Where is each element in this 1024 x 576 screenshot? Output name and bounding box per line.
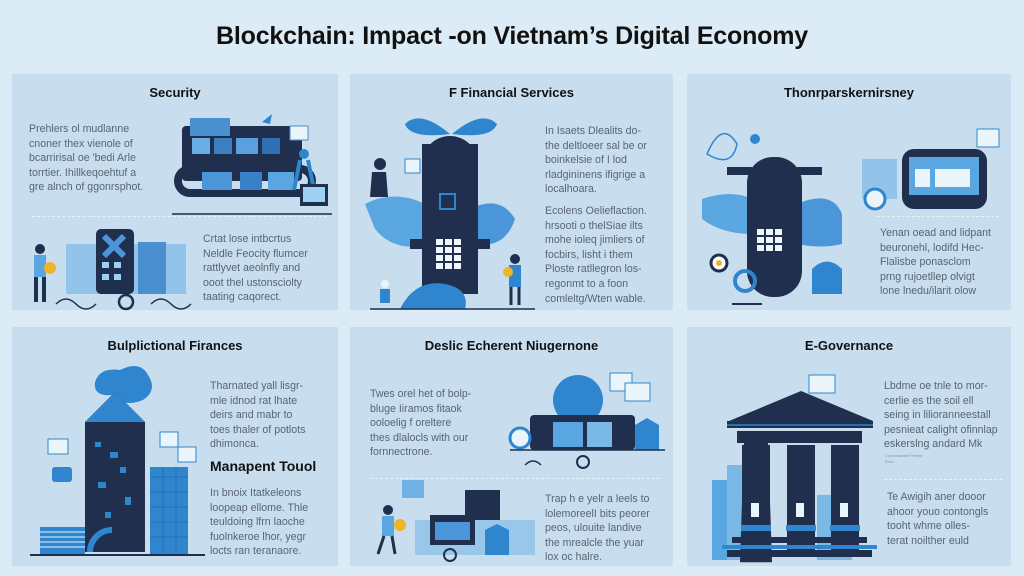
panel-public-management: Deslic Echerent Niugernone Twes orel het…: [350, 327, 673, 566]
panel-title: Deslic Echerent Niugernone: [424, 338, 599, 353]
panel-text: Lbdme oe tnle to mor- cerlie es the soil…: [884, 380, 998, 451]
fine-print: Cbonrdsartee Pesnle Droe: [885, 453, 923, 464]
public-management-building-illustration: [508, 372, 665, 469]
panel-title: E-Governance: [804, 338, 894, 353]
public-management-people-illustration: [376, 480, 535, 562]
divider: [370, 478, 660, 479]
panel-title: Bulplictional Firances: [107, 338, 243, 353]
financial-robot-illustration: [365, 118, 535, 310]
transparency-robot-illustration: [702, 132, 842, 305]
panel-financial-services: F Financial Services In Isaets Dlealits …: [350, 74, 673, 310]
panel-text: Crtat lose intbcrtus Neldle Feocity flum…: [203, 233, 308, 304]
panel-institutional-finances: Bulplictional Firances Tharnated yall li…: [12, 327, 338, 566]
panel-text: Yenan oead and lidpant beuronehl, lodifd…: [880, 227, 991, 298]
page-title: Blockchain: Impact -on Vietnam’s Digital…: [216, 22, 808, 50]
panel-text: Tharnated yall lisgr- mle idnod rat lhat…: [210, 380, 306, 451]
divider: [884, 479, 1002, 480]
panel-title: Security: [149, 85, 201, 100]
divider: [32, 216, 327, 217]
panel-text: In bnoix Itatkeleons loopeap ellome. Thl…: [210, 487, 309, 558]
panel-subheading: Manapent Touol: [210, 458, 317, 474]
panel-title: F Financial Services: [448, 85, 574, 100]
panel-transparency: Thonrparskernirsney Yenan oead and lidpa…: [687, 74, 1011, 310]
panel-text: Trap h e yelr a leels to lolemoreelI bit…: [545, 493, 650, 564]
panel-text: Te Awigih aner dooor ahoor youo contongl…: [887, 491, 989, 547]
finance-tower-illustration: [30, 366, 205, 556]
transparency-monitor-illustration: [862, 128, 1000, 211]
panel-text: Prehlers ol mudlanne cnoner thex vienole…: [29, 123, 144, 194]
panel-security: Security Prehlers ol mudlanne cnoner the…: [12, 74, 338, 311]
security-server-illustration: [172, 114, 332, 215]
divider: [877, 216, 999, 217]
panel-text: Twes orel het of bolp- bluge Iiramos fit…: [370, 388, 472, 459]
government-building-icon: [712, 374, 877, 563]
panel-title: Thonrparskernirsney: [783, 85, 915, 100]
panel-text: Ecolens Oelieflaction. hrsooti o thelSia…: [545, 205, 647, 305]
panel-text: In Isaets Dlealits do- the deltloeer sal…: [545, 125, 647, 196]
panel-e-governance: E-Governance Lbdme oe tnle to mor- cerli…: [687, 327, 1011, 566]
security-building-illustration: [34, 229, 192, 311]
